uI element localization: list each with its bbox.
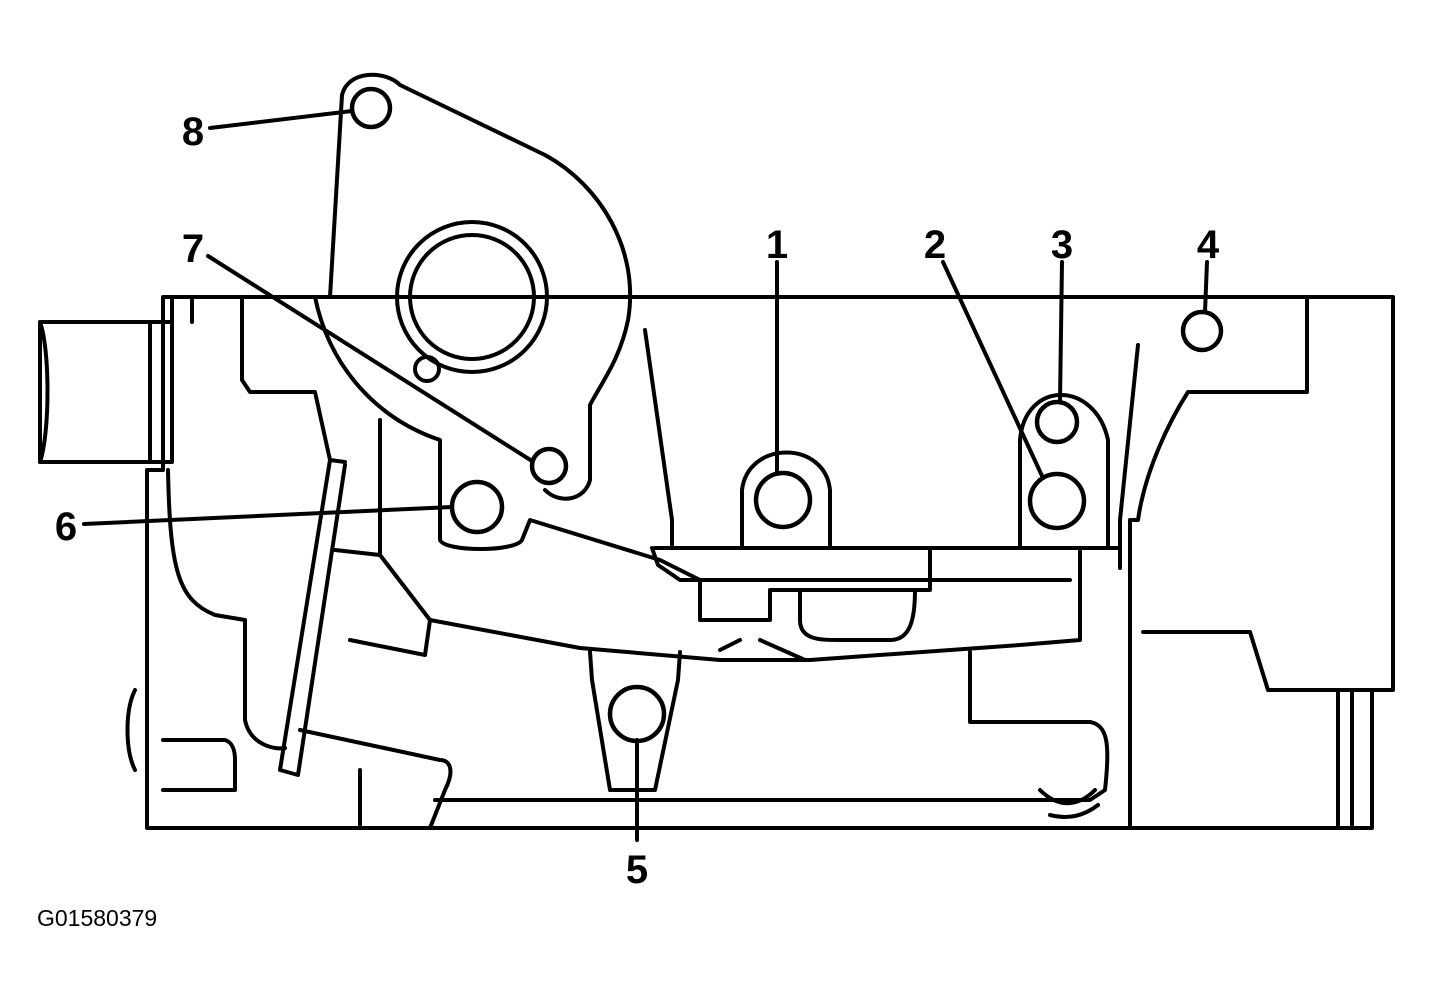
bolt-8: [349, 86, 393, 130]
callout-5: 5: [626, 848, 648, 892]
callout-8: 8: [182, 110, 204, 154]
leader-line-6: [82, 505, 454, 526]
callout-4: 4: [1197, 223, 1220, 267]
callout-2: 2: [924, 223, 946, 267]
dowel-pin: [413, 355, 441, 383]
bolt-bosses: [428, 393, 1122, 802]
left-housing: [125, 295, 1100, 830]
leader-line-8: [208, 109, 354, 130]
bolt-4: [1180, 309, 1224, 353]
callout-7: 7: [182, 227, 204, 271]
bolt-3: [1034, 399, 1080, 445]
callout-3: 3: [1051, 223, 1073, 267]
bolt-1: [753, 470, 813, 530]
callout-labels: 1 2 3 4 5 6 7 8: [55, 110, 1220, 892]
water-outlet-pipe: [38, 298, 194, 464]
leader-line-2: [941, 260, 1045, 480]
figure-id: G01580379: [37, 905, 158, 931]
front-cover: [313, 72, 1072, 582]
bolt-5: [607, 684, 667, 744]
leader-line-7: [206, 254, 534, 463]
bolt-6: [449, 479, 505, 535]
callout-1: 1: [766, 223, 788, 267]
leader-line-3: [1058, 260, 1064, 404]
engine-block-outline: [145, 295, 1395, 830]
bolt-7: [529, 446, 569, 486]
leader-lines: [82, 109, 1209, 842]
bolt-2: [1027, 471, 1087, 531]
callout-6: 6: [55, 505, 77, 549]
leader-line-4: [1203, 260, 1209, 314]
